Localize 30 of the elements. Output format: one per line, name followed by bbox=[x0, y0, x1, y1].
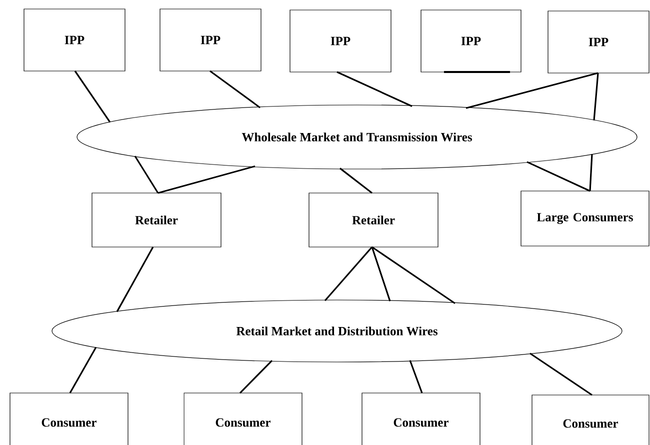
line bbox=[336, 71, 412, 107]
box: Consumer bbox=[184, 392, 302, 445]
line bbox=[158, 165, 256, 194]
line bbox=[526, 161, 590, 192]
box: IPP bbox=[24, 8, 126, 72]
line bbox=[69, 346, 97, 394]
box: IPP bbox=[160, 8, 262, 72]
line bbox=[340, 168, 372, 194]
box: Consumer bbox=[362, 392, 480, 445]
line bbox=[371, 246, 391, 302]
line bbox=[74, 70, 111, 123]
box: Retailer bbox=[92, 192, 222, 248]
box: Retailer bbox=[308, 192, 438, 248]
line bbox=[409, 360, 423, 394]
line bbox=[593, 72, 599, 120]
line bbox=[466, 72, 598, 109]
line bbox=[134, 156, 159, 194]
box: IPP bbox=[420, 10, 522, 72]
box: IPP bbox=[548, 10, 650, 74]
box: Consumer bbox=[532, 394, 650, 445]
box: Consumer bbox=[10, 392, 128, 445]
box: Large Consumers bbox=[520, 190, 650, 246]
line bbox=[530, 352, 592, 396]
line bbox=[210, 70, 260, 108]
line bbox=[116, 246, 154, 312]
box: IPP bbox=[290, 10, 392, 72]
line bbox=[589, 154, 593, 192]
line bbox=[239, 360, 273, 394]
line bbox=[372, 246, 456, 304]
line bbox=[324, 246, 373, 302]
